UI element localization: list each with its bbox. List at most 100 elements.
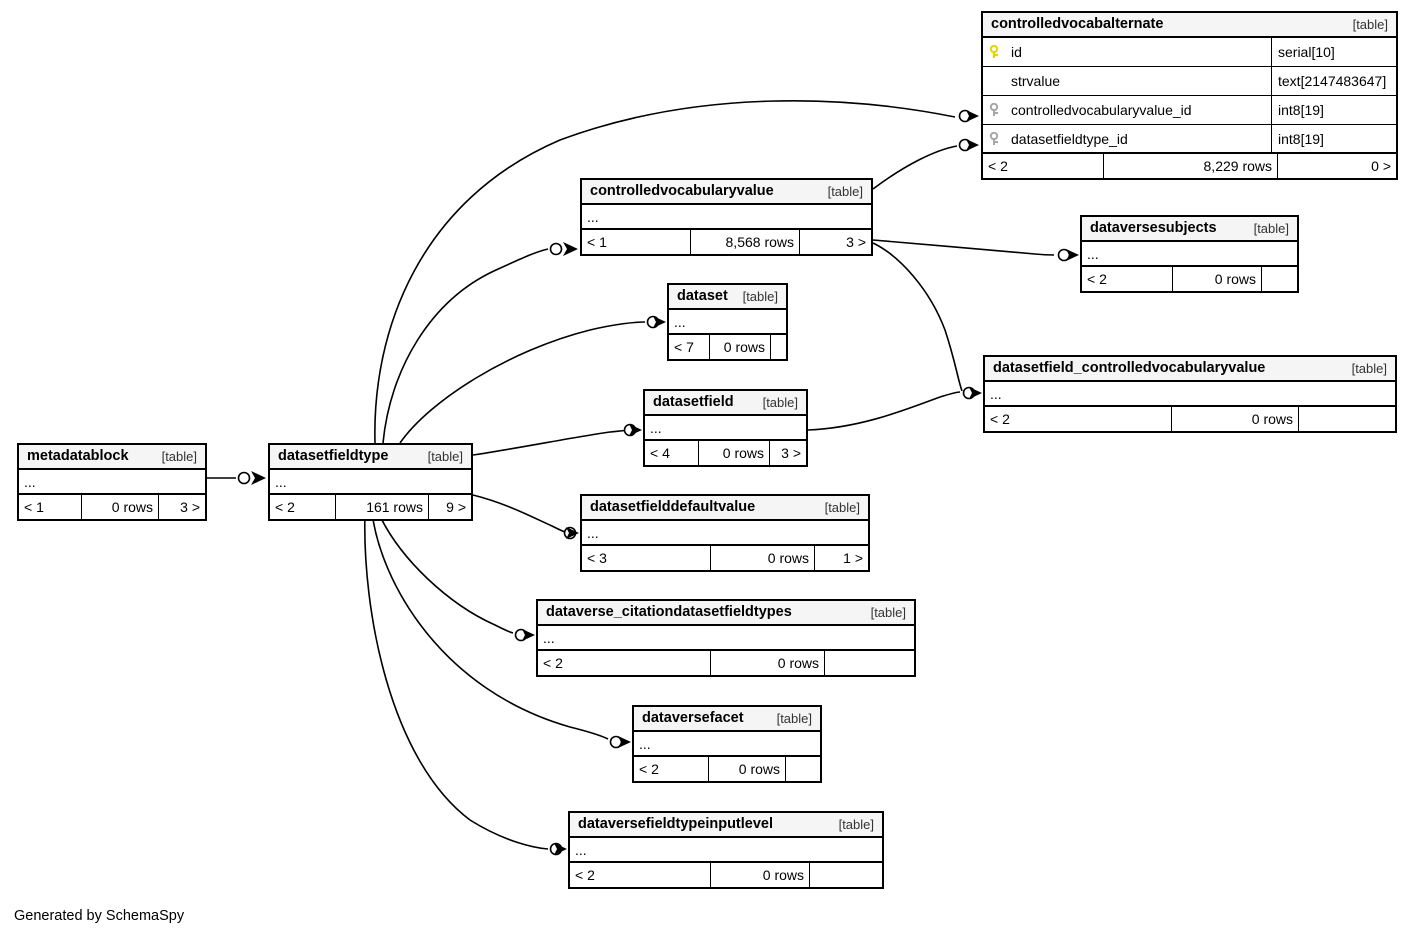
table-title: datasetfield xyxy=(653,394,734,410)
column-label: datasetfieldtype_id xyxy=(1011,130,1128,147)
table-title: datasetfieldtype xyxy=(278,448,389,464)
footer-row-count: 0 rows xyxy=(710,546,815,570)
edge-datasetfield-dfcvv xyxy=(807,391,961,431)
table-type-tag: [table] xyxy=(161,448,197,464)
table-type-tag: [table] xyxy=(838,816,874,832)
footer-children-count: 9 > xyxy=(446,499,466,515)
footer-parents-count: < 3 xyxy=(587,550,607,566)
table-datasetfielddefaultvalue[interactable]: datasetfielddefaultvalue[table]... < 3 0 r… xyxy=(580,494,870,572)
footer-children-count xyxy=(1262,267,1297,291)
column-type: serial[10] xyxy=(1271,38,1396,66)
column-label: controlledvocabularyvalue_id xyxy=(1011,102,1192,118)
footer-row-count: 0 rows xyxy=(81,495,159,519)
footer-children-count xyxy=(786,757,820,781)
table-type-tag: [table] xyxy=(827,183,863,199)
table-type-tag: [table] xyxy=(870,604,906,620)
edge-datasetfieldtype-dfdv xyxy=(472,494,566,533)
table-column-row[interactable]: id serial[10] xyxy=(983,38,1396,67)
table-dataversesubjects[interactable]: dataversesubjects[table]... < 2 0 rows xyxy=(1080,215,1299,293)
table-footer-dataversesubjects: < 2 0 rows xyxy=(1082,267,1297,291)
table-collapsed-columns[interactable]: ... xyxy=(582,521,868,546)
footer-children-count: 1 > xyxy=(843,550,863,566)
column-name: strvalue xyxy=(983,73,1271,89)
footer-parents-count: < 2 xyxy=(990,411,1010,427)
table-collapsed-columns[interactable]: ... xyxy=(669,310,786,335)
edge-datasetfieldtype-dataset xyxy=(399,321,646,444)
table-header-dataverse_citationdatasetfieldtypes: dataverse_citationdatasetfieldtypes[tabl… xyxy=(538,601,914,626)
table-header-metadatablock: metadatablock[table] xyxy=(19,445,205,470)
table-collapsed-columns[interactable]: ... xyxy=(19,470,205,495)
table-collapsed-columns[interactable]: ... xyxy=(634,732,820,757)
table-type-tag: [table] xyxy=(1253,220,1289,236)
footer-parents-count: < 2 xyxy=(639,761,659,777)
table-title: controlledvocabularyvalue xyxy=(590,183,774,199)
table-collapsed-columns[interactable]: ... xyxy=(538,626,914,651)
footer-parents-count: < 7 xyxy=(674,339,694,355)
column-type: text[2147483647] xyxy=(1271,67,1396,95)
table-header-datasetfieldtype: datasetfieldtype [table] xyxy=(270,445,471,470)
table-collapsed-columns[interactable]: ... xyxy=(570,838,882,863)
column-name: controlledvocabularyvalue_id xyxy=(983,102,1271,118)
footer-parents-count: < 2 xyxy=(1087,271,1107,287)
footer-parents-count: < 2 xyxy=(275,499,295,515)
table-header-dataversefieldtypeinputlevel: dataversefieldtypeinputlevel [table] xyxy=(570,813,882,838)
table-type-tag: [table] xyxy=(824,499,860,515)
footer-row-count: 0 rows xyxy=(710,863,810,887)
table-header-dataversesubjects: dataversesubjects[table] xyxy=(1082,217,1297,242)
column-label: strvalue xyxy=(1011,73,1061,89)
table-footer-dataset: < 7 0 rows xyxy=(669,335,786,359)
footer-row-count: 0 rows xyxy=(698,441,770,465)
edge-cvv-dataversesubjects xyxy=(872,239,1055,256)
footer-parents-count: < 2 xyxy=(988,158,1008,174)
table-dataversefieldtypeinputlevel[interactable]: dataversefieldtypeinputlevel[table]...< … xyxy=(568,811,884,889)
footer-children-count: 3 > xyxy=(846,234,866,250)
footer-row-count: 0 rows xyxy=(1172,267,1262,291)
table-title: dataset xyxy=(677,288,728,304)
footer-children-count xyxy=(1299,407,1395,431)
footer-row-count: 161 rows xyxy=(335,495,429,519)
table-collapsed-columns[interactable]: ... xyxy=(1082,242,1297,267)
primary-key-icon xyxy=(989,44,1005,59)
table-type-tag: [table] xyxy=(742,288,778,304)
table-datasetfieldtype[interactable]: datasetfieldtype [table]... < 2 161 rows 9 > xyxy=(268,443,473,521)
table-title: datasetfield_controlledvocabularyvalue xyxy=(993,360,1266,376)
generated-by-credit: Generated by SchemaSpy xyxy=(14,908,185,924)
table-datasetfield_controlledvocabularyvalue[interactable]: datasetfield_controlledvocabularyvalue[t… xyxy=(983,355,1397,433)
footer-row-count: 0 rows xyxy=(710,651,825,675)
foreign-key-icon xyxy=(989,131,1005,146)
edge-datasetfieldtype-dcdft xyxy=(377,511,514,634)
table-collapsed-columns[interactable]: ... xyxy=(582,205,871,230)
column-label: id xyxy=(1011,44,1022,60)
table-header-controlledvocabularyvalue: controlledvocabularyvalue [table] xyxy=(582,180,871,205)
footer-children-count xyxy=(771,335,786,359)
column-name: datasetfieldtype_id xyxy=(983,131,1271,147)
table-header-datasetfielddefaultvalue: datasetfielddefaultvalue[table] xyxy=(582,496,868,521)
footer-row-count: 0 rows xyxy=(709,335,771,359)
footer-row-count: 0 rows xyxy=(708,757,786,781)
table-title: dataversefieldtypeinputlevel xyxy=(578,816,774,832)
footer-children-count: 3 > xyxy=(180,499,200,515)
footer-row-count: 0 rows xyxy=(1171,407,1299,431)
table-dataverse_citationdatasetfieldtypes[interactable]: dataverse_citationdatasetfieldtypes[tabl… xyxy=(536,599,916,677)
footer-children-count xyxy=(810,863,882,887)
table-collapsed-columns[interactable]: ... xyxy=(270,470,471,495)
table-header-dataset: dataset [table] xyxy=(669,285,786,310)
edge-cvv-controlledvocabalternate xyxy=(872,145,958,190)
table-collapsed-columns[interactable]: ... xyxy=(985,382,1395,407)
table-type-tag: [table] xyxy=(427,448,463,464)
table-dataset[interactable]: dataset [table]... < 7 0 rows xyxy=(667,283,788,361)
table-column-row[interactable]: strvalue text[2147483647] xyxy=(983,67,1396,96)
table-collapsed-columns[interactable]: ... xyxy=(645,416,806,441)
